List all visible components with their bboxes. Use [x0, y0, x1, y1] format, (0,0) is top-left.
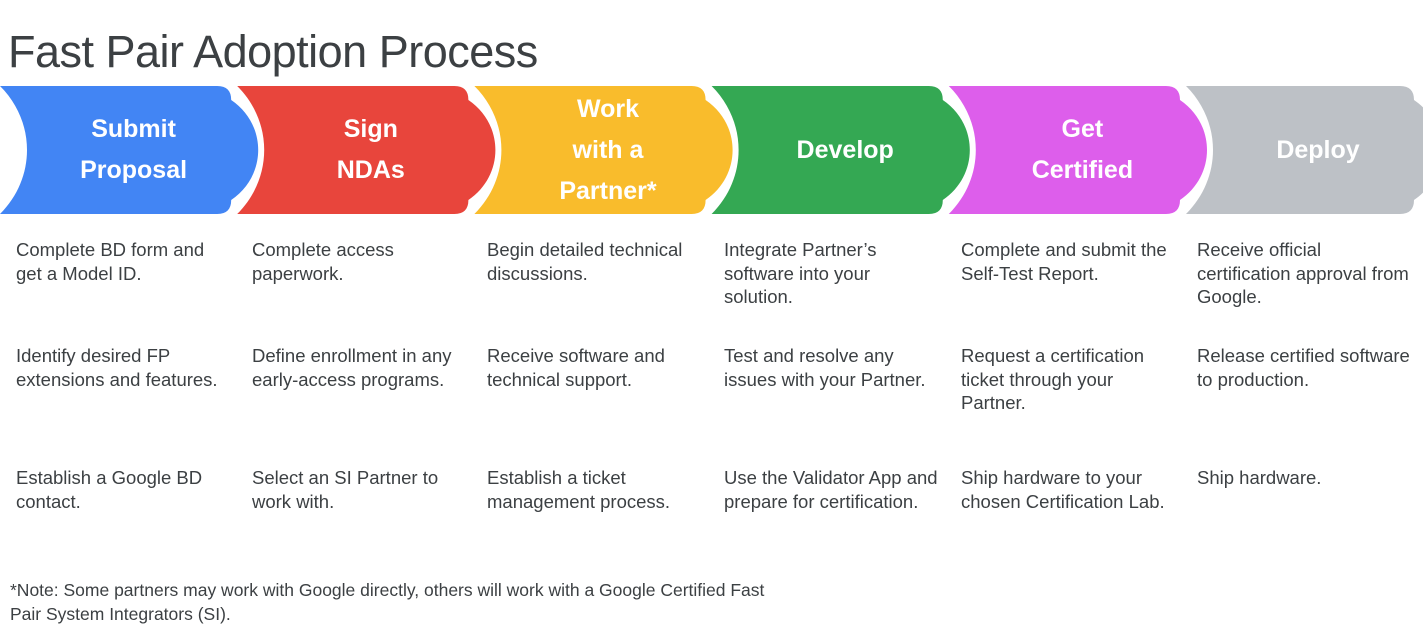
- stage-detail-item: Release certified software to production…: [1197, 345, 1410, 390]
- page-title: Fast Pair Adoption Process: [8, 26, 538, 78]
- process-stage-shape-5: [948, 86, 1207, 214]
- process-stage-shape-4: [711, 86, 970, 214]
- stage-details-grid: Complete BD form and get a Model ID. Iden…: [0, 238, 1423, 558]
- stage-detail-item: Receive official certification approval …: [1197, 239, 1409, 307]
- stage-detail-item: Establish a Google BD contact.: [16, 467, 203, 512]
- stage-detail-item: Complete BD form and get a Model ID.: [16, 239, 205, 284]
- stage-detail-item: Complete access paperwork.: [252, 239, 394, 284]
- stage-detail-item: Request a certification ticket through y…: [961, 345, 1145, 413]
- stage-detail-item: Ship hardware to your chosen Certificati…: [961, 467, 1165, 512]
- stage-detail-item: Integrate Partner’s software into your s…: [724, 239, 877, 307]
- process-stage-shape-6: [1186, 86, 1423, 214]
- stage-detail-item: Test and resolve any issues with your Pa…: [724, 345, 926, 390]
- stage-detail-item: Use the Validator App and prepare for ce…: [724, 467, 938, 512]
- stage-detail-item: Receive software and technical support.: [487, 345, 665, 390]
- process-stage-shape-3: [474, 86, 733, 214]
- footnote-note: *Note: Some partners may work with Googl…: [10, 580, 765, 624]
- process-stage-shape-2: [237, 86, 496, 214]
- stage-detail-item: Define enrollment in any early-access pr…: [252, 345, 452, 390]
- stage-detail-item: Identify desired FP extensions and featu…: [16, 345, 218, 390]
- stage-detail-item: Establish a ticket management process.: [487, 467, 671, 512]
- stage-detail-item: Begin detailed technical discussions.: [487, 239, 683, 284]
- stage-detail-item: Ship hardware.: [1197, 467, 1322, 488]
- stage-detail-item: Complete and submit the Self-Test Report…: [961, 239, 1167, 284]
- process-banner-shapes: [0, 86, 1423, 214]
- stage-detail-item: Select an SI Partner to work with.: [252, 467, 439, 512]
- process-stage-shape-1: [0, 86, 259, 214]
